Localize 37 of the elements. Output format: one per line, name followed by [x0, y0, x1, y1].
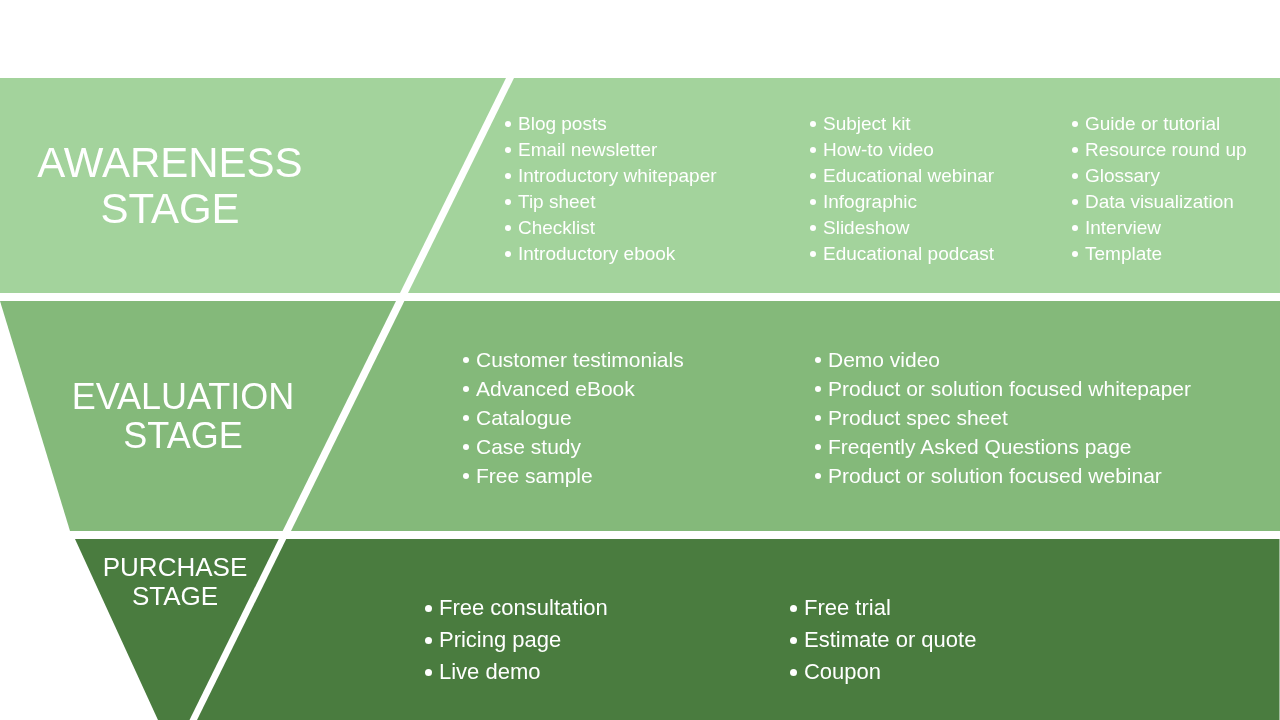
list-item: Educational webinar: [823, 165, 995, 187]
stage-title: EVALUATION STAGE: [70, 376, 296, 456]
list-item: Blog posts: [518, 113, 607, 135]
list-item: Resource round up: [1085, 139, 1247, 161]
list-item: Introductory whitepaper: [518, 165, 717, 187]
stage-title: AWARENESS STAGE: [36, 139, 304, 232]
list-item: Infographic: [823, 191, 917, 213]
list-item: Tip sheet: [518, 191, 596, 213]
list-item: Interview: [1085, 217, 1161, 239]
list-item: How-to video: [823, 139, 934, 161]
list-item: Educational podcast: [823, 243, 995, 265]
list-item: Coupon: [804, 659, 882, 685]
list-item: Introductory ebook: [518, 243, 676, 265]
list-item: Guide or tutorial: [1085, 113, 1221, 135]
list-item: Checklist: [518, 217, 596, 239]
list-item: Advanced eBook: [476, 377, 635, 401]
list-item: Template: [1085, 243, 1163, 265]
list-item: Data visualization: [1085, 191, 1234, 213]
list-item: Live demo: [439, 659, 541, 685]
list-item: Product spec sheet: [828, 406, 1008, 430]
list-item: Demo video: [828, 348, 941, 372]
list-item: Free trial: [804, 595, 891, 621]
list-item: Glossary: [1085, 165, 1160, 187]
list-item: Product or solution focused whitepaper: [828, 377, 1192, 401]
list-item: Estimate or quote: [804, 627, 977, 653]
stage-title: PURCHASE STAGE: [101, 553, 249, 611]
list-item: Email newsletter: [518, 139, 658, 161]
list-item: Customer testimonials: [476, 348, 684, 372]
list-item: Free consultation: [439, 595, 608, 621]
list-item: Freqently Asked Questions page: [828, 435, 1132, 459]
list-item: Case study: [476, 435, 582, 459]
list-item: Pricing page: [439, 627, 562, 653]
list-item: Slideshow: [823, 217, 910, 239]
list-item: Product or solution focused webinar: [828, 464, 1162, 488]
list-item: Catalogue: [476, 406, 572, 430]
list-item: Free sample: [476, 464, 593, 488]
list-item: Subject kit: [823, 113, 911, 135]
